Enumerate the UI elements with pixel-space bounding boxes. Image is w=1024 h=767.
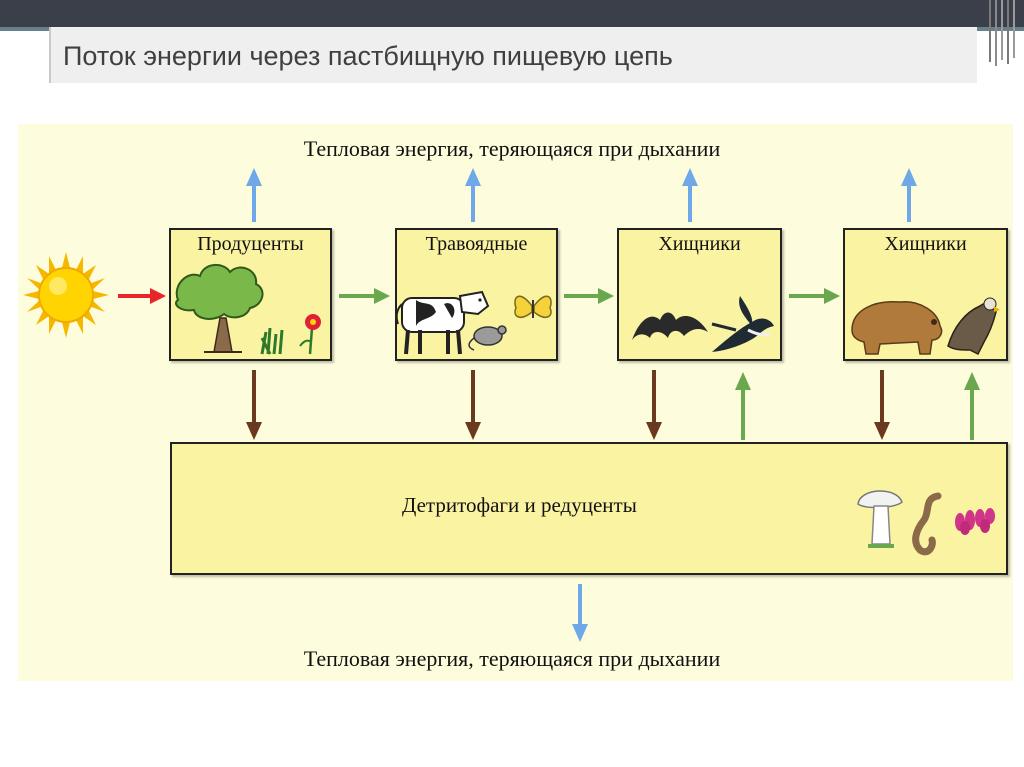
flower-icon bbox=[299, 314, 321, 355]
worm-icon bbox=[912, 492, 942, 556]
title-bar: Поток энергии через пастбищную пищевую ц… bbox=[49, 27, 977, 83]
bear-icon bbox=[851, 301, 943, 355]
producers-label: Продуценты bbox=[197, 233, 304, 255]
microbes-icon bbox=[955, 508, 995, 535]
predators-box-1: Хищники bbox=[617, 228, 782, 361]
slide-top-bar bbox=[0, 0, 1024, 27]
swallow-icon bbox=[711, 296, 774, 352]
heat-loss-label-bottom: Тепловая энергия, теряющаяся при дыхании bbox=[303, 646, 721, 671]
decorative-lines bbox=[989, 0, 1015, 66]
decay-arrow-3 bbox=[646, 370, 662, 440]
heat-arrow-down bbox=[572, 584, 588, 642]
cow-icon bbox=[395, 290, 490, 355]
mouse-icon bbox=[468, 325, 507, 351]
heat-arrow-up-4 bbox=[901, 168, 917, 222]
heat-arrow-up-3 bbox=[682, 168, 698, 222]
diagram-panel bbox=[18, 124, 1013, 681]
herbivores-label: Травоядные bbox=[425, 233, 528, 255]
detritus-box: Детритофаги и редуценты bbox=[170, 442, 1008, 575]
feed-arrow-up-2 bbox=[964, 372, 980, 440]
predators-label-2: Хищники bbox=[884, 233, 967, 255]
page-title: Поток энергии через пастбищную пищевую ц… bbox=[63, 41, 673, 71]
sun-icon bbox=[23, 252, 109, 338]
bat-icon bbox=[632, 312, 708, 340]
detritus-label: Детритофаги и редуценты bbox=[402, 493, 637, 517]
flow-arrow-3 bbox=[789, 288, 840, 304]
flow-arrow-2 bbox=[564, 288, 614, 304]
butterfly-icon bbox=[514, 295, 552, 318]
heat-arrow-up-2 bbox=[465, 168, 481, 222]
flow-arrow-1 bbox=[339, 288, 390, 304]
mushroom-icon bbox=[857, 490, 903, 548]
sun-to-producers-arrow bbox=[118, 288, 166, 304]
heat-arrow-up-1 bbox=[246, 168, 262, 222]
decay-arrow-1 bbox=[246, 370, 262, 440]
feed-arrow-up-1 bbox=[735, 372, 751, 440]
grass-icon bbox=[260, 327, 284, 355]
heat-loss-label-top: Тепловая энергия, теряющаяся при дыхании bbox=[303, 136, 721, 161]
eagle-icon bbox=[947, 297, 1000, 356]
predators-label-1: Хищники bbox=[658, 233, 741, 255]
decay-arrow-2 bbox=[465, 370, 481, 440]
tree-icon bbox=[175, 264, 264, 353]
decay-arrow-4 bbox=[874, 370, 890, 440]
